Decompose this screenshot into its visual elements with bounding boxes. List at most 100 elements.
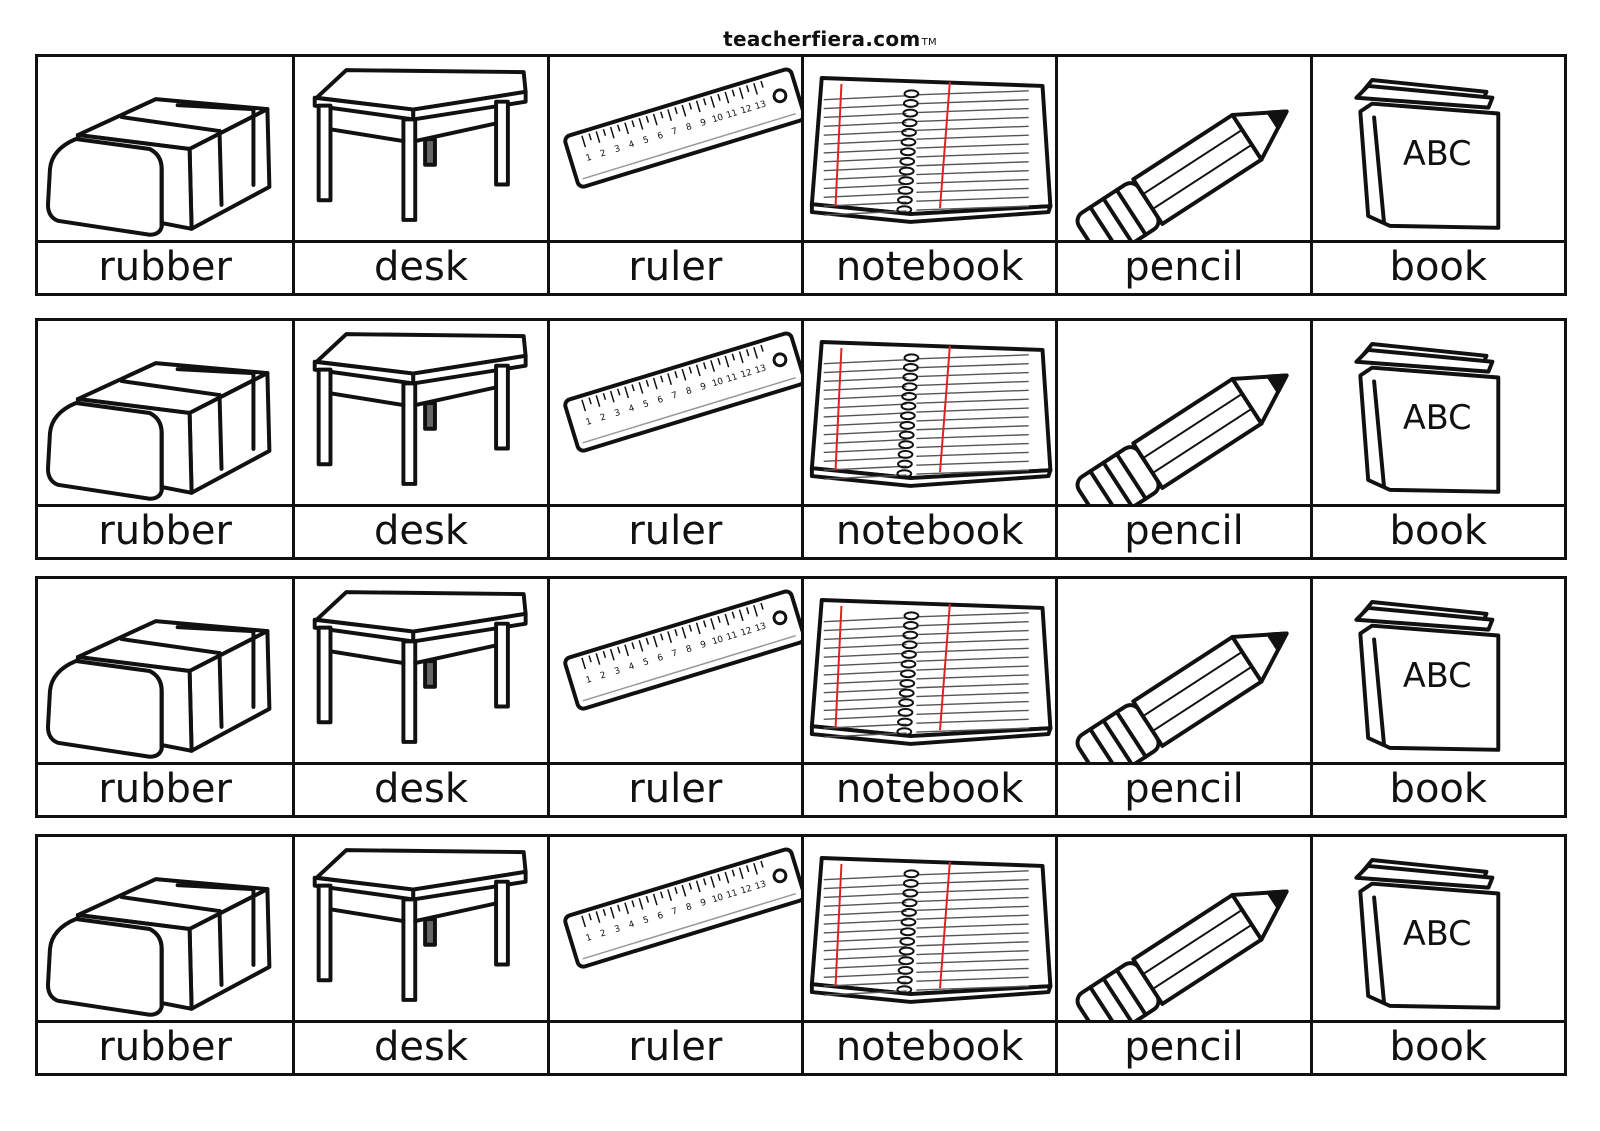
ruler-mark-label: 1 (584, 417, 592, 428)
ruler-mark-label: 3 (613, 666, 621, 677)
notebook-icon (809, 598, 1053, 746)
flashcard-word: rubber (98, 244, 232, 290)
ruler-mark-label: 11 (725, 630, 739, 643)
flashcard-word: ruler (628, 508, 723, 554)
ruler-mark-label: 13 (754, 363, 768, 376)
flashcard-word: desk (373, 1024, 468, 1070)
ruler-mark-label: 3 (613, 144, 621, 155)
flashcard-picture (295, 579, 547, 765)
flashcard-desk: desk (292, 837, 547, 1073)
ruler-mark-label: 8 (685, 122, 694, 133)
flashcard-word: notebook (835, 508, 1024, 554)
flashcard-picture (295, 57, 547, 243)
ruler-mark-label: 7 (670, 906, 678, 917)
flashcard-pencil: pencil (1055, 837, 1310, 1073)
ruler-mark-label: 5 (642, 657, 650, 668)
desk-icon (313, 332, 528, 486)
book-icon: ABC (1354, 342, 1500, 494)
book-cover-text: ABC (1402, 134, 1471, 173)
flashcard-word: notebook (835, 244, 1024, 290)
ruler-mark-label: 13 (754, 879, 768, 892)
flashcard-word: desk (373, 244, 468, 290)
flashcard-picture (803, 837, 1056, 1023)
flashcard-picture (1058, 321, 1310, 507)
flashcard-picture: ABC (1312, 321, 1564, 507)
ruler-mark-label: 2 (599, 670, 607, 681)
ruler-mark-label: 8 (685, 902, 694, 913)
ruler-mark-label: 8 (685, 644, 694, 655)
flashcard-word: ruler (628, 1024, 723, 1070)
rubber-icon (45, 877, 272, 1017)
rubber-icon (45, 97, 272, 237)
flashcard-rubber: rubber (38, 837, 293, 1073)
ruler-mark-label: 6 (656, 911, 665, 922)
ruler-mark-label: 12 (739, 368, 753, 381)
flashcard-desk: desk (292, 579, 547, 815)
flashcard-word: pencil (1124, 508, 1244, 554)
flashcard-picture: ABC (1312, 57, 1564, 243)
ruler-mark-label: 6 (656, 653, 665, 664)
flashcard-word: desk (373, 508, 468, 554)
book-icon: ABC (1354, 600, 1500, 752)
flashcard-word: book (1389, 508, 1488, 554)
pencil-icon (1075, 109, 1289, 240)
ruler-mark-label: 4 (627, 919, 636, 930)
flashcard-picture (38, 321, 293, 507)
ruler-mark-label: 4 (627, 661, 636, 672)
ruler-mark-label: 2 (599, 928, 607, 939)
ruler-mark-label: 12 (739, 884, 753, 897)
ruler-mark-label: 13 (754, 621, 768, 634)
ruler-mark-label: 7 (670, 390, 678, 401)
ruler-mark-label: 9 (699, 898, 708, 909)
ruler-mark-label: 11 (725, 888, 739, 901)
ruler-mark-label: 10 (711, 112, 725, 125)
trademark-mark: TM (921, 37, 937, 48)
book-cover-text: ABC (1402, 914, 1471, 953)
ruler-mark-label: 10 (711, 376, 725, 389)
rubber-icon (45, 361, 272, 501)
flashcard-picture: ABC (1312, 579, 1564, 765)
flashcard-picture (38, 57, 293, 243)
ruler-mark-label: 9 (699, 382, 708, 393)
book-icon: ABC (1354, 858, 1500, 1010)
pencil-icon (1075, 373, 1289, 504)
book-icon: ABC (1354, 78, 1500, 230)
flashcard-picture (1058, 579, 1310, 765)
flashcard-word: ruler (628, 766, 723, 812)
ruler-mark-label: 12 (739, 626, 753, 639)
flashcard-word: desk (373, 766, 468, 812)
flashcard-picture (295, 321, 547, 507)
flashcard-picture (803, 579, 1056, 765)
flashcard-picture (1058, 837, 1310, 1023)
ruler-mark-label: 10 (711, 892, 725, 905)
ruler-mark-label: 1 (584, 933, 592, 944)
notebook-icon (809, 340, 1053, 488)
ruler-mark-label: 12 (739, 104, 753, 117)
flashcard-rubber: rubber (38, 57, 293, 293)
flashcard-picture (803, 321, 1056, 507)
flashcard-picture (803, 57, 1056, 243)
flashcard-picture (38, 837, 293, 1023)
ruler-mark-label: 2 (599, 412, 607, 423)
flashcard-rubber: rubber (38, 321, 293, 557)
notebook-icon (809, 856, 1053, 1004)
book-cover-text: ABC (1402, 656, 1471, 695)
flashcard-word: pencil (1124, 1024, 1244, 1070)
desk-icon (313, 590, 528, 744)
flashcard-desk: desk (292, 57, 547, 293)
flashcard-word: rubber (98, 508, 232, 554)
flashcard-notebook: notebook (800, 57, 1056, 293)
flashcard-pencil: pencil (1055, 57, 1310, 293)
ruler-mark-label: 4 (627, 403, 636, 414)
ruler-mark-label: 5 (642, 399, 650, 410)
flashcard-picture (38, 579, 293, 765)
